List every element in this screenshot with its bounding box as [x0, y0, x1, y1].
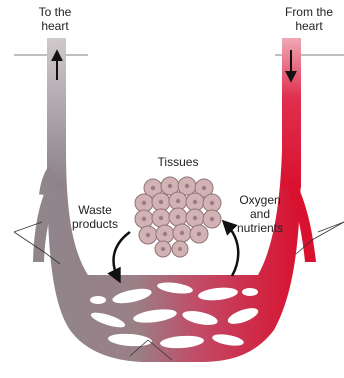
tissues-label: Tissues	[158, 155, 199, 169]
to-heart-label-1: To the	[39, 5, 72, 19]
to-heart-label-2: heart	[41, 19, 69, 33]
waste-label-2: products	[72, 217, 118, 231]
oxygen-label-3: nutrients	[237, 221, 283, 235]
from-heart-label-1: From the	[285, 5, 333, 19]
oxygen-label-2: and	[250, 207, 270, 221]
waste-arrow-icon	[114, 232, 130, 278]
waste-label-1: Waste	[78, 203, 112, 217]
from-heart-label-2: heart	[295, 19, 323, 33]
oxygen-label-1: Oxygen	[239, 193, 280, 207]
